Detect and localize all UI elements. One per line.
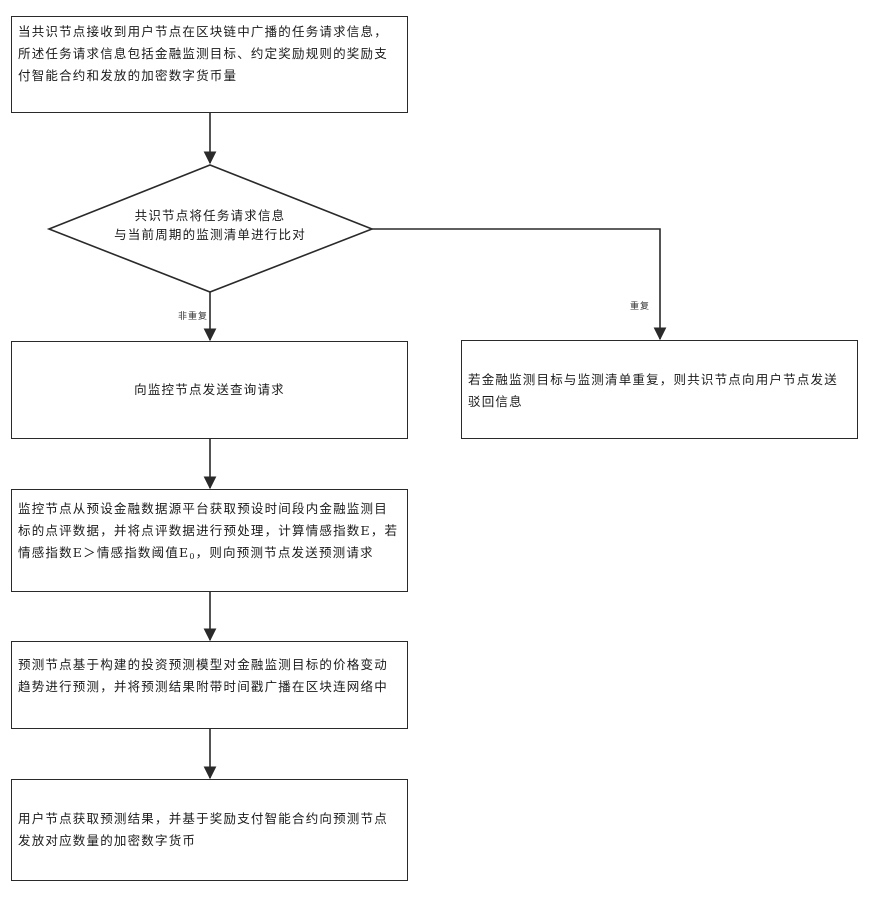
step-send-query-request: 向监控节点发送查询请求 (11, 341, 408, 439)
step-distribute-reward: 用户节点获取预测结果，并基于奖励支付智能合约向预测节点发放对应数量的加密数字货币 (11, 779, 408, 881)
label-not-repeated: 非重复 (178, 312, 209, 322)
decision-compare-text: 共识节点将任务请求信息 与当前周期的监测清单进行比对 (114, 208, 306, 242)
arrow-decision-to-reject (372, 228, 667, 341)
step-monitor-sentiment: 监控节点从预设金融数据源平台获取预设时间段内金融监测目标的点评数据，并将点评数据… (11, 489, 408, 592)
label-repeated: 重复 (630, 302, 651, 312)
step-reject-duplicate: 若金融监测目标与监测清单重复，则共识节点向用户节点发送驳回信息 (461, 340, 858, 439)
step-predict-price: 预测节点基于构建的投资预测模型对金融监测目标的价格变动趋势进行预测，并将预测结果… (11, 641, 408, 729)
step-receive-task-request: 当共识节点接收到用户节点在区块链中广播的任务请求信息，所述任务请求信息包括金融监… (11, 16, 408, 113)
